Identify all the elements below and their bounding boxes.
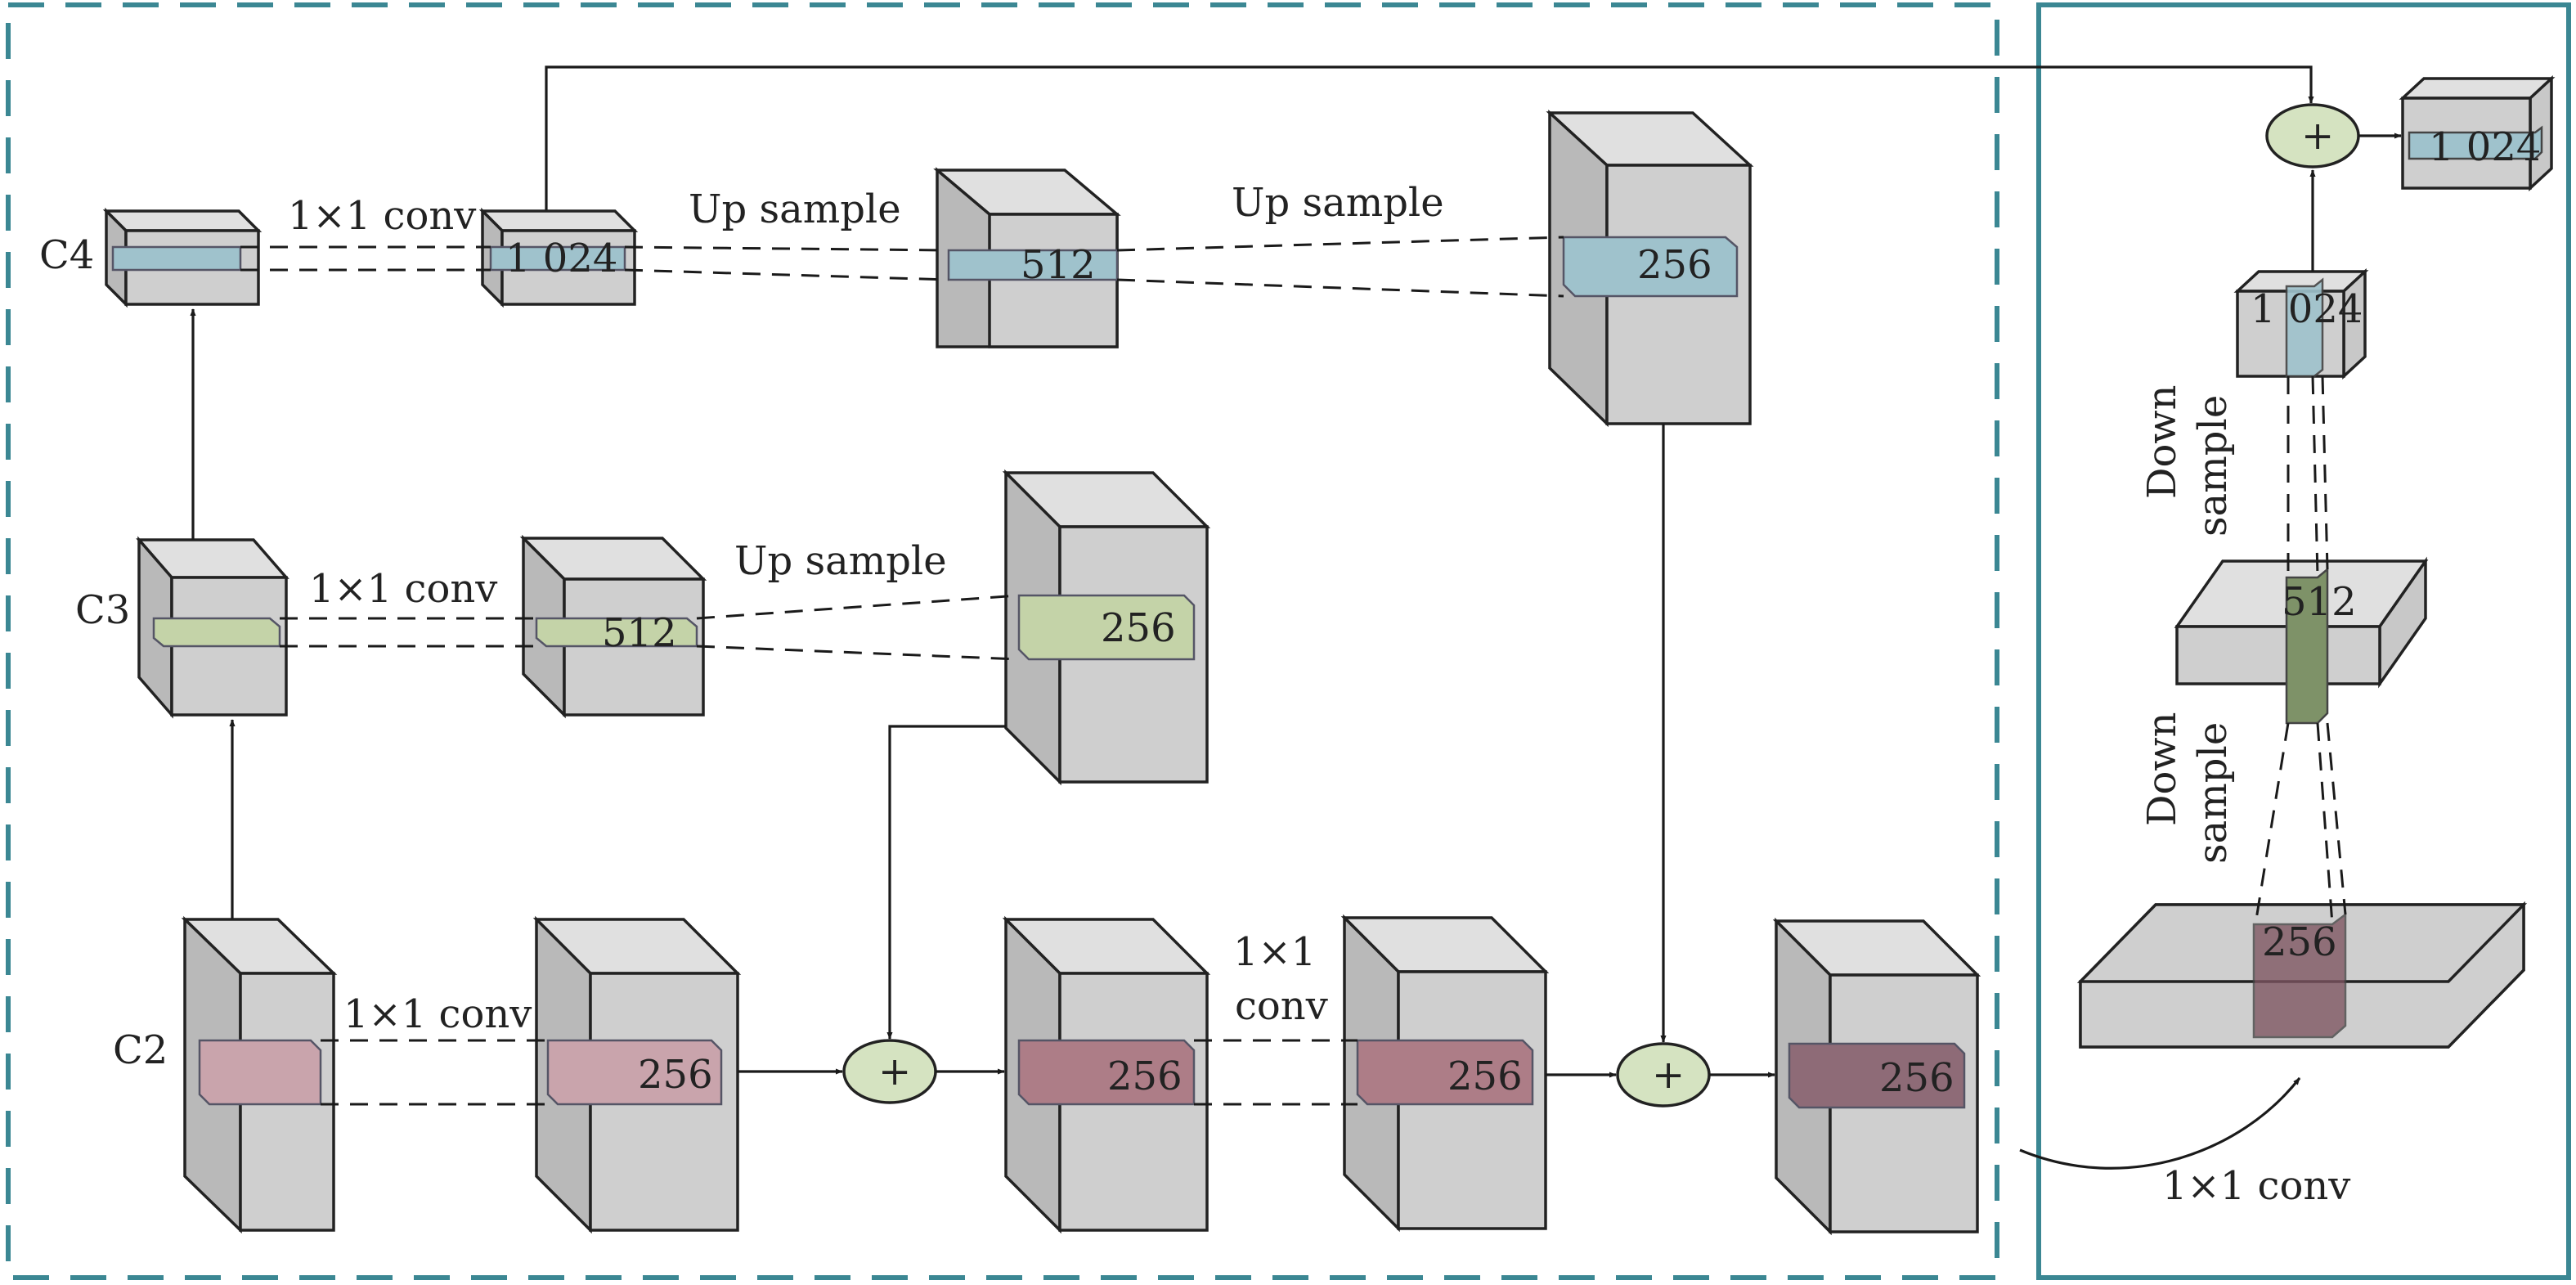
label-c3: C3 [75,587,130,633]
op-conv-bridge: 1×1 conv [2162,1163,2350,1209]
c3-block [136,536,289,719]
c3-conv-block [519,534,707,719]
right-output-block [2399,75,2556,191]
channels-c2-conv: 256 [638,1052,713,1098]
conv-after-sum1-block [1340,914,1550,1233]
plus-node-2-symbol: + [1652,1052,1685,1098]
op-conv-c4: 1×1 conv [288,193,476,239]
op-conv-c3: 1×1 conv [309,566,497,612]
c4-block [102,207,263,308]
c2-conv-block [532,915,742,1234]
right-top-block [2233,268,2369,380]
final-left-block [1772,917,1981,1236]
c2-block [181,915,338,1234]
op-up-c3: Up sample [734,538,947,584]
sum1-block [1002,915,1211,1234]
down-sample-label-2: Down sample [2139,712,2236,864]
channels-sum1: 256 [1107,1054,1183,1099]
op-up-c4-b: Up sample [1232,180,1444,226]
right-mid-block [2174,556,2429,725]
right-frame [2036,2,2571,1280]
op-up-c4-a: Up sample [689,186,901,232]
down-sample-label-1: Down sample [2139,385,2236,537]
op-down1-line2: sample [2190,395,2236,537]
skip-connection-arrow [545,65,2314,211]
channels-right-top: 1 024 [2251,286,2363,332]
channels-c4-up2: 256 [1637,242,1712,288]
right-bottom-block [2076,901,2528,1049]
op-conv-c2: 1×1 conv [343,991,532,1037]
channels-right-mid: 512 [2282,579,2357,625]
channels-final-left: 256 [1879,1055,1954,1101]
op-down2-line1: Down [2139,712,2185,826]
channels-c3-up: 256 [1101,605,1176,651]
plus-node-1-symbol: + [878,1049,911,1094]
c4-conv-block [478,207,639,308]
label-c2: C2 [113,1027,168,1073]
op-down1-line1: Down [2139,385,2185,499]
channels-right-bottom: 256 [2262,919,2337,965]
left-frame [6,2,1999,1280]
c3-up-block [1002,469,1211,786]
channels-right-out: 1 024 [2429,124,2541,170]
label-c4: C4 [39,232,94,278]
channels-c4-up1: 512 [1021,242,1096,288]
op-down2-line2: sample [2190,722,2236,864]
op-conv-mid-line2: conv [1235,983,1328,1029]
op-conv-mid-line1: 1×1 [1233,929,1316,975]
c4-up2-block [1546,110,1754,428]
channels-c4-conv: 1 024 [505,236,617,281]
channels-conv-after-sum1: 256 [1447,1054,1523,1099]
plus-node-3-symbol: + [2301,113,2334,159]
c4-up1-block [933,167,1121,348]
channels-c3-conv: 512 [602,610,677,656]
bridge-arrow [2019,1077,2301,1170]
